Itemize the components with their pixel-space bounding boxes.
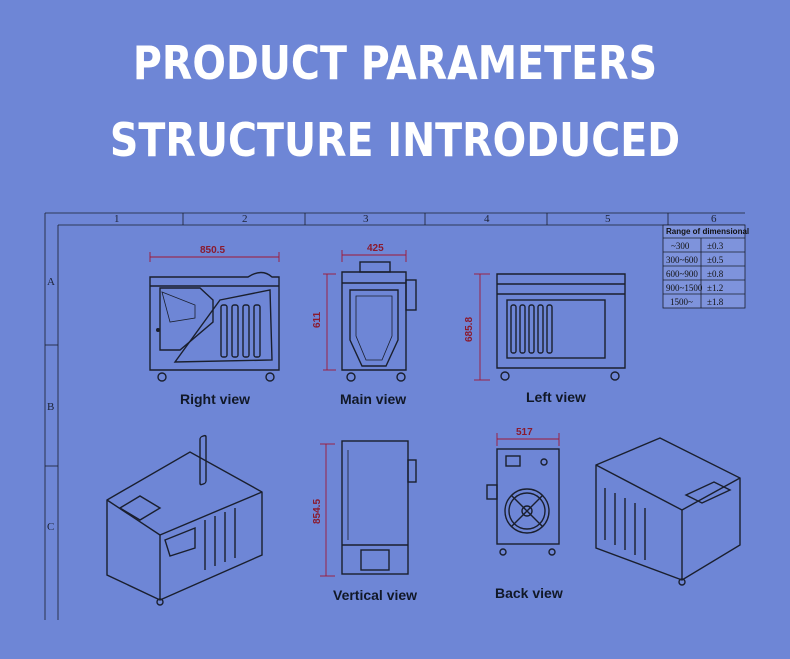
vertical-view-drawing — [320, 440, 417, 577]
tolerance-table — [662, 224, 746, 309]
ruler-row-a: A — [47, 276, 55, 288]
back-view-width-dimension: 517 — [516, 427, 533, 438]
ruler-col-5: 5 — [605, 213, 611, 225]
tolerance-value-4: ±1.2 — [707, 283, 723, 293]
isometric-view-front — [106, 434, 263, 606]
tolerance-value-5: ±1.8 — [707, 297, 724, 307]
vertical-view-height-dimension: 854.5 — [312, 499, 323, 524]
tolerance-header: Range of dimensional — [666, 227, 749, 236]
main-view-drawing — [323, 250, 417, 382]
back-view-drawing — [486, 433, 560, 556]
left-view-drawing — [474, 273, 626, 381]
left-view-height-dimension: 685.8 — [464, 317, 475, 342]
ruler-col-6: 6 — [711, 213, 717, 225]
right-view-drawing — [149, 252, 280, 382]
tolerance-range-1: ~300 — [671, 241, 690, 251]
left-view-label: Left view — [526, 389, 586, 405]
tolerance-value-1: ±0.3 — [707, 241, 724, 251]
tolerance-range-5: 1500~ — [670, 297, 693, 307]
right-view-width-dimension: 850.5 — [200, 245, 225, 256]
tolerance-range-2: 300~600 — [666, 255, 698, 265]
tolerance-range-4: 900~1500 — [666, 283, 703, 293]
right-view-label: Right view — [180, 391, 250, 407]
ruler-row-c: C — [47, 521, 54, 533]
isometric-view-back — [595, 437, 741, 586]
tolerance-value-2: ±0.5 — [707, 255, 724, 265]
ruler-col-2: 2 — [242, 213, 248, 225]
vertical-view-label: Vertical view — [333, 587, 417, 603]
tolerance-range-3: 600~900 — [666, 269, 698, 279]
back-view-label: Back view — [495, 585, 563, 601]
main-view-width-dimension: 425 — [367, 243, 384, 254]
page-title-line-2: STRUCTURE INTRODUCED — [109, 113, 681, 167]
page-title-line-1: PRODUCT PARAMETERS — [132, 36, 658, 90]
ruler-row-b: B — [47, 401, 54, 413]
main-view-height-dimension: 611 — [312, 311, 323, 328]
tolerance-value-3: ±0.8 — [707, 269, 724, 279]
ruler-col-3: 3 — [363, 213, 369, 225]
main-view-label: Main view — [340, 391, 406, 407]
ruler-col-1: 1 — [114, 213, 120, 225]
ruler-col-4: 4 — [484, 213, 490, 225]
drawing-frame — [44, 212, 745, 620]
